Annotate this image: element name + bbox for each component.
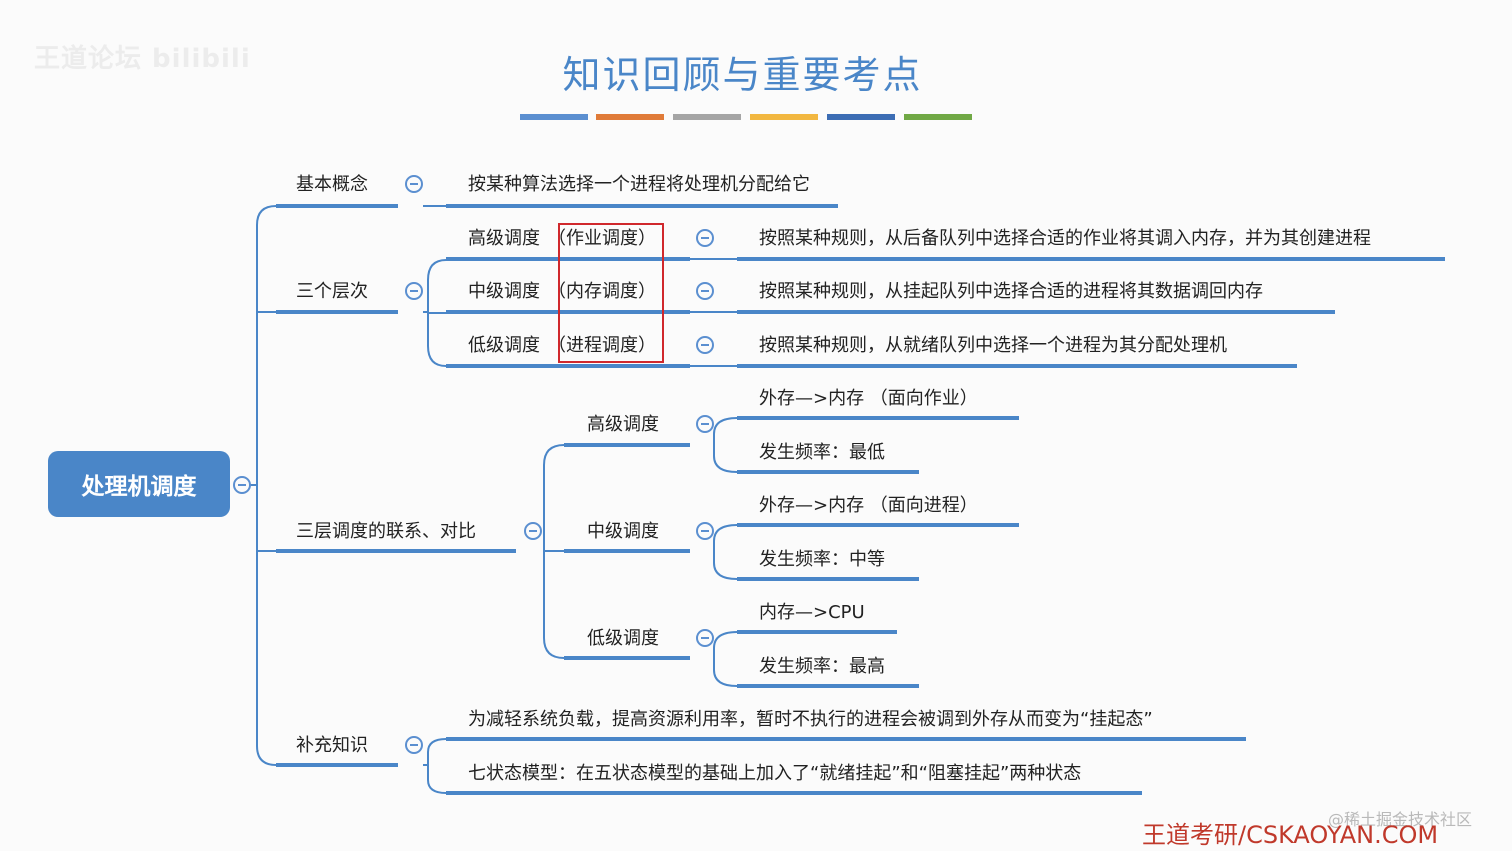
level-high-alias: （作业调度） <box>548 228 656 249</box>
compare-mid-b: 发生频率：中等 <box>759 549 885 570</box>
compare-high-a-underline <box>737 416 1019 420</box>
compare-low-a: 内存—>CPU <box>759 602 865 623</box>
compare-high-b-underline <box>737 470 919 474</box>
compare-low-b: 发生频率：最高 <box>759 656 885 677</box>
compare-mid-collapse-icon[interactable] <box>696 522 714 540</box>
title-bar-4 <box>750 114 818 120</box>
compare-high-collapse-icon[interactable] <box>696 415 714 433</box>
level-mid-alias: （内存调度） <box>548 281 656 302</box>
compare-label: 三层调度的联系、对比 <box>296 521 476 542</box>
title-bar-2 <box>596 114 664 120</box>
levels-collapse-icon[interactable] <box>405 282 423 300</box>
extra-collapse-icon[interactable] <box>405 736 423 754</box>
compare-collapse-icon[interactable] <box>524 522 542 540</box>
extra-label: 补充知识 <box>296 735 368 756</box>
root-label: 处理机调度 <box>81 474 197 500</box>
basic-text-underline <box>446 204 838 208</box>
basic-text: 按某种算法选择一个进程将处理机分配给它 <box>468 174 810 195</box>
compare-mid-b-underline <box>737 577 919 581</box>
compare-low-b-underline <box>737 684 919 688</box>
compare-high-a: 外存—>内存 （面向作业） <box>759 388 978 409</box>
level-low-underline <box>446 364 690 368</box>
level-high-underline <box>446 257 690 261</box>
title-bar-6 <box>904 114 972 120</box>
watermark-bottom-right: @稀土掘金技术社区 <box>1328 810 1473 829</box>
title-bar-5 <box>827 114 895 120</box>
level-high-name: 高级调度 <box>468 228 540 249</box>
level-low-desc: 按照某种规则，从就绪队列中选择一个进程为其分配处理机 <box>759 335 1227 356</box>
root-node[interactable]: 处理机调度 <box>48 451 230 517</box>
basic-label: 基本概念 <box>296 174 368 195</box>
compare-low-a-underline <box>737 630 897 634</box>
compare-low-underline <box>564 656 690 660</box>
level-low-name: 低级调度 <box>468 335 540 356</box>
level-mid-name: 中级调度 <box>468 281 540 302</box>
title-bar-3 <box>673 114 741 120</box>
compare-mid-name: 中级调度 <box>587 521 659 542</box>
level-high-desc: 按照某种规则，从后备队列中选择合适的作业将其调入内存，并为其创建进程 <box>759 228 1371 249</box>
levels-label: 三个层次 <box>296 281 368 302</box>
title-bar-1 <box>520 114 588 120</box>
level-low-collapse-icon[interactable] <box>696 336 714 354</box>
compare-mid-a: 外存—>内存 （面向进程） <box>759 495 978 516</box>
compare-high-underline <box>564 443 690 447</box>
extra-underline <box>276 763 398 767</box>
level-high-collapse-icon[interactable] <box>696 229 714 247</box>
compare-low-name: 低级调度 <box>587 628 659 649</box>
extra-item-1: 为减轻系统负载，提高资源利用率，暂时不执行的进程会被调到外存从而变为“挂起态” <box>468 709 1153 730</box>
level-mid-desc: 按照某种规则，从挂起队列中选择合适的进程将其数据调回内存 <box>759 281 1263 302</box>
levels-underline <box>276 310 398 314</box>
level-low-desc-underline <box>737 364 1297 368</box>
basic-underline <box>276 204 398 208</box>
page-title: 知识回顾与重要考点 <box>562 53 923 97</box>
level-low-alias: （进程调度） <box>548 335 656 356</box>
brand-footer: 王道考研/CSKAOYAN.COM <box>1142 821 1439 849</box>
compare-low-collapse-icon[interactable] <box>696 629 714 647</box>
watermark-top-left: 王道论坛 bilibili <box>34 44 251 74</box>
alias-highlight-box <box>558 223 664 363</box>
level-mid-collapse-icon[interactable] <box>696 282 714 300</box>
root-collapse-icon[interactable] <box>233 476 251 494</box>
basic-collapse-icon[interactable] <box>405 175 423 193</box>
extra-item-2: 七状态模型：在五状态模型的基础上加入了“就绪挂起”和“阻塞挂起”两种状态 <box>468 763 1082 784</box>
level-high-desc-underline <box>737 257 1445 261</box>
compare-mid-a-underline <box>737 523 1019 527</box>
compare-underline <box>276 549 516 553</box>
extra-item-1-underline <box>446 737 1246 741</box>
level-mid-underline <box>446 310 690 314</box>
compare-high-name: 高级调度 <box>587 414 659 435</box>
extra-item-2-underline <box>446 791 1142 795</box>
level-mid-desc-underline <box>737 310 1335 314</box>
compare-high-b: 发生频率：最低 <box>759 442 885 463</box>
compare-mid-underline <box>564 549 690 553</box>
